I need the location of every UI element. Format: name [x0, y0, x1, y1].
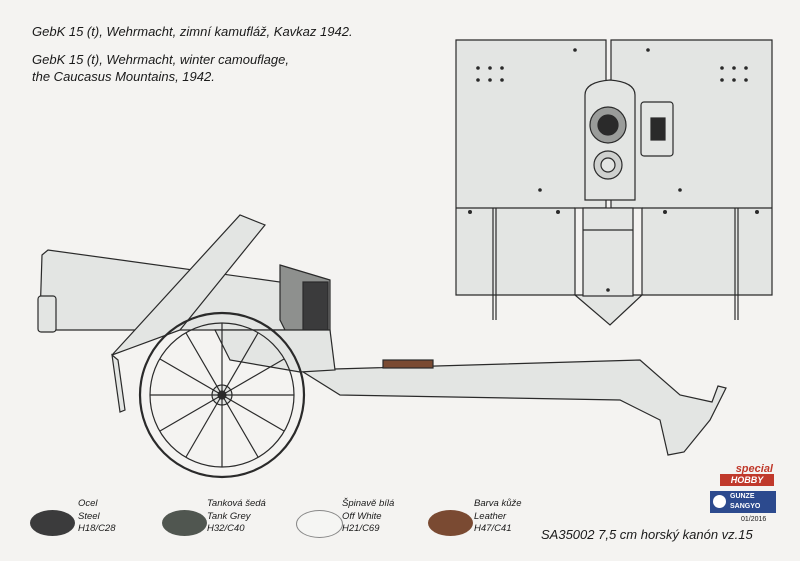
color-swatch	[30, 510, 75, 536]
color-swatch	[428, 510, 473, 536]
side-view-gun	[37, 214, 727, 479]
wheel-spokes	[150, 323, 294, 467]
swatch-czech-name: Ocel	[78, 498, 98, 509]
title-english-line1: GebK 15 (t), Wehrmacht, winter camouflag…	[32, 52, 289, 67]
gunze-sangyo-logo: GUNZE SANGYO	[710, 491, 776, 513]
hobby-logo-text: HOBBY	[720, 474, 774, 486]
product-title: SA35002 7,5 cm horský kanón vz.15	[541, 527, 753, 542]
title-czech: GebK 15 (t), Wehrmacht, zimní kamufláž, …	[32, 24, 353, 39]
swatch-czech-name: Špinavě bílá	[342, 498, 395, 509]
swatch-paint-code: H47/C41	[474, 523, 512, 534]
gunze-mark-icon	[713, 495, 726, 508]
color-swatch	[296, 510, 343, 538]
swatch-czech-name: Tanková šedá	[207, 498, 266, 509]
shield-rivets	[468, 48, 759, 292]
special-hobby-logo: special	[735, 463, 773, 475]
issue-date: 01/2016	[741, 516, 767, 523]
swatch-paint-code: H32/C40	[207, 523, 245, 534]
swatch-paint-code: H18/C28	[78, 523, 116, 534]
swatch-english-name: Tank Grey	[207, 510, 251, 522]
gunze-logo-line2: SANGYO	[730, 503, 761, 510]
title-english-line2: the Caucasus Mountains, 1942.	[32, 69, 215, 84]
swatch-english-name: Off White	[342, 510, 382, 522]
swatch-paint-code: H21/C69	[342, 523, 380, 534]
swatch-czech-name: Barva kůže	[474, 498, 522, 509]
swatch-english-name: Steel	[78, 510, 100, 522]
color-swatch	[162, 510, 207, 536]
front-view-shield	[455, 39, 773, 326]
gunze-logo-line1: GUNZE	[730, 493, 755, 500]
swatch-english-name: Leather	[474, 510, 507, 522]
